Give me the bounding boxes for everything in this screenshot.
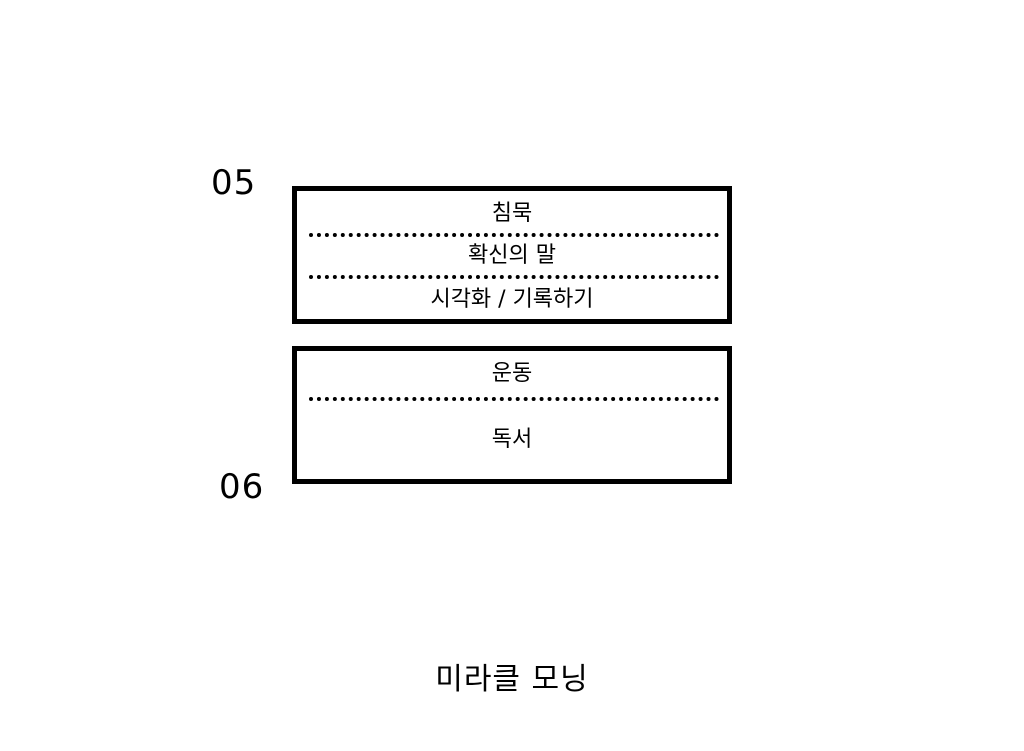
block-item-silence: 침묵 — [491, 201, 533, 226]
start-time-label: 05 — [211, 163, 257, 203]
end-time-label: 06 — [219, 467, 265, 507]
diagram-caption: 미라클 모닝 — [435, 662, 589, 697]
dotted-divider — [309, 233, 719, 237]
schedule-block-1: 침묵 확신의 말 시각화 / 기록하기 — [292, 186, 732, 324]
schedule-block-2: 운동 독서 — [292, 346, 732, 484]
dotted-divider — [309, 397, 719, 401]
block-item-reading: 독서 — [491, 427, 533, 452]
block-item-exercise: 운동 — [491, 361, 533, 386]
block-item-affirmation: 확신의 말 — [468, 243, 556, 268]
block-item-visualize-journal: 시각화 / 기록하기 — [430, 287, 594, 312]
dotted-divider — [309, 275, 719, 279]
